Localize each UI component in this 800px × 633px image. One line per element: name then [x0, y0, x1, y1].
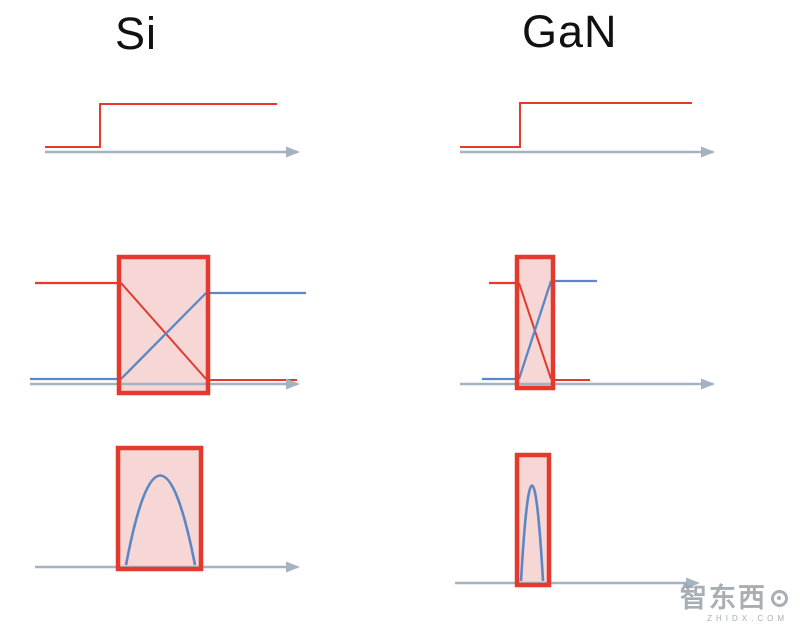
watermark-domain: zhidx.com	[707, 614, 788, 623]
si-loss-curve	[124, 474, 197, 566]
watermark-row: 智东西	[680, 585, 788, 612]
gan-current-rising-line	[517, 280, 553, 380]
label-si: Si	[115, 8, 158, 59]
si-switching-transition-panel	[30, 254, 306, 396]
si-transition-box-fill	[119, 257, 208, 393]
si-voltage-falling-line	[120, 282, 207, 380]
watermark-brand: 智东西	[680, 583, 767, 613]
gan-switching-transition-panel	[460, 254, 715, 391]
gan-loss-curve	[519, 484, 545, 582]
si-loss-box-border	[115, 445, 204, 572]
gan-gate-step-line	[460, 102, 692, 148]
si-current-rising-line	[120, 292, 207, 380]
si-loss-box-fill	[118, 448, 201, 569]
gan-loss-box-border	[514, 452, 552, 588]
label-gan: GaN	[522, 6, 618, 57]
watermark-magnifier-icon	[771, 590, 788, 607]
si-switching-loss-panel	[35, 445, 300, 573]
gan-switching-loss-panel	[455, 452, 700, 589]
watermark: 智东西 zhidx.com	[680, 585, 788, 623]
si-gate-step-line	[45, 103, 277, 148]
gan-gate-signal-panel	[460, 102, 715, 158]
si-transition-box-border	[116, 254, 211, 396]
gan-transition-box-border	[514, 254, 556, 391]
si-gate-signal-panel	[45, 103, 300, 158]
